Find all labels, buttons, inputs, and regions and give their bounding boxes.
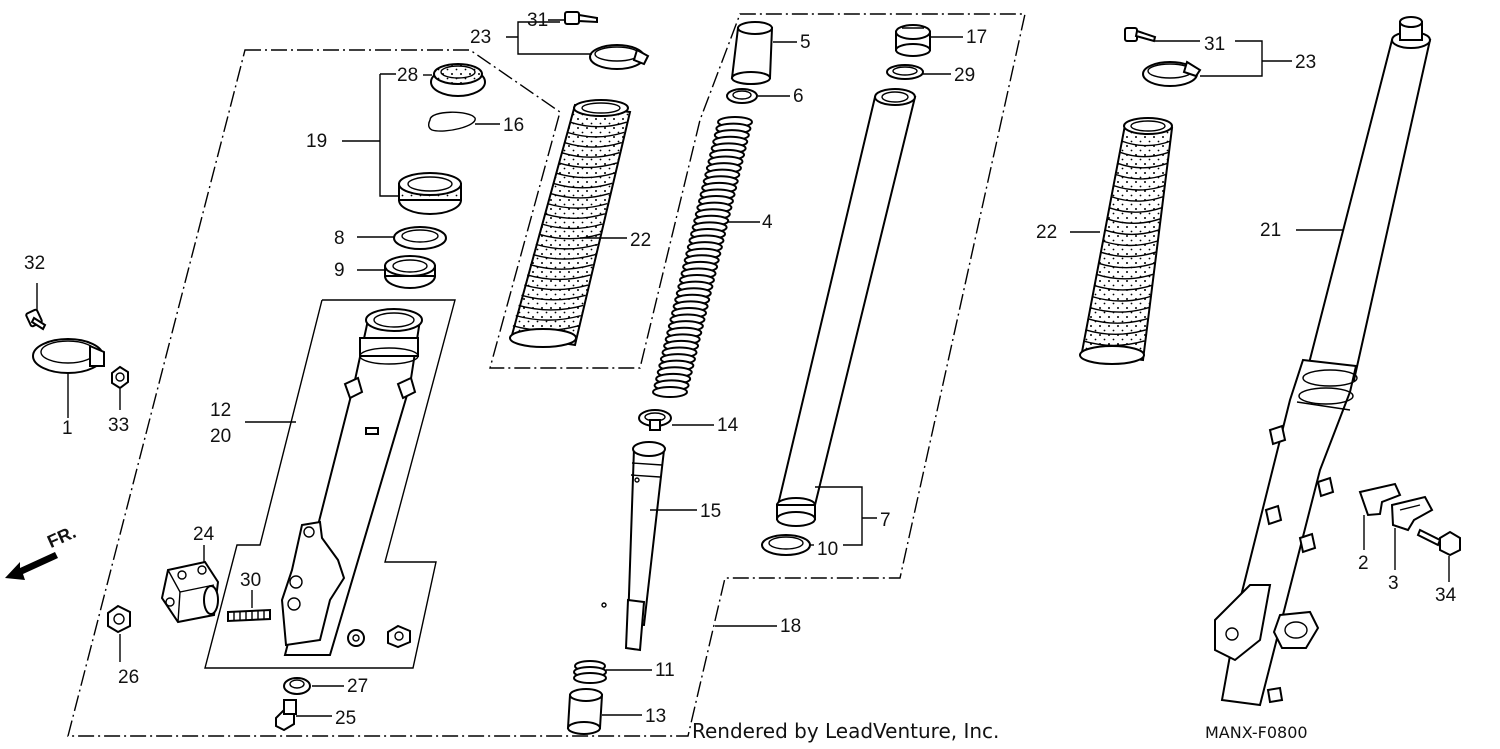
part-label: 8 bbox=[334, 228, 345, 249]
part-label: 1 bbox=[62, 418, 73, 439]
part-label: 18 bbox=[780, 616, 802, 637]
diagram-code: MANX-F0800 bbox=[1205, 723, 1308, 742]
part-label: 24 bbox=[193, 524, 215, 545]
stopper-ring-16-icon bbox=[427, 111, 476, 132]
part-label: 3 bbox=[1388, 573, 1399, 594]
clamp-group-left bbox=[25, 308, 129, 390]
part-label: 5 bbox=[800, 32, 811, 53]
part-label: 28 bbox=[397, 65, 419, 86]
boot-band-group-middle bbox=[564, 11, 650, 70]
spring-collar-5-icon bbox=[730, 21, 774, 85]
part-label: 30 bbox=[240, 570, 262, 591]
part-label: 13 bbox=[645, 706, 667, 727]
part-label: 22 bbox=[1036, 222, 1058, 243]
hose-guide-3-icon bbox=[1390, 495, 1434, 532]
part-label: 22 bbox=[630, 230, 652, 251]
part-label: 10 bbox=[817, 539, 839, 560]
leader-lines bbox=[36, 19, 1450, 717]
part-label: 19 bbox=[306, 131, 328, 152]
spring-seat-6-icon bbox=[726, 88, 758, 104]
dust-seal-28-icon bbox=[430, 63, 486, 97]
bolt-31-right-icon bbox=[1124, 27, 1157, 43]
back-up-ring-8-icon bbox=[393, 226, 447, 250]
bolt-25-icon bbox=[275, 699, 297, 732]
part-label: 34 bbox=[1435, 585, 1457, 606]
part-label: 7 bbox=[880, 510, 891, 531]
part-label: 23 bbox=[1295, 52, 1317, 73]
part-label: 31 bbox=[527, 10, 549, 31]
washer-nut-icon bbox=[347, 624, 411, 649]
fork-pipe-7-icon bbox=[776, 88, 917, 527]
seal-group bbox=[384, 63, 486, 289]
fork-boot-right-icon bbox=[1079, 117, 1174, 365]
front-direction-arrow-icon bbox=[5, 552, 58, 580]
part-label: 25 bbox=[335, 708, 357, 729]
credit-text: Rendered by LeadVenture, Inc. bbox=[692, 719, 1000, 743]
oil-seal-19-icon bbox=[398, 172, 462, 215]
rebound-spring-11-icon bbox=[573, 660, 607, 684]
boot-band-icon bbox=[589, 44, 650, 70]
part-label: 4 bbox=[762, 212, 773, 233]
fork-assembly-right-icon bbox=[1214, 16, 1432, 707]
bolt-32-icon bbox=[25, 308, 47, 331]
boot-band-group-right bbox=[1124, 27, 1202, 87]
fork-boot-middle-icon bbox=[509, 99, 632, 348]
fork-slider-icon bbox=[280, 308, 423, 656]
fork-clamp-icon bbox=[32, 338, 105, 374]
part-label: 26 bbox=[118, 667, 140, 688]
washer-27-icon bbox=[283, 677, 311, 695]
part-label: 33 bbox=[108, 415, 130, 436]
bushing-9-icon bbox=[384, 255, 436, 289]
nut-26-icon bbox=[107, 604, 131, 634]
nut-33-icon bbox=[111, 365, 129, 390]
part-label: 31 bbox=[1204, 34, 1226, 55]
part-label: 20 bbox=[210, 426, 232, 447]
fork-piston-15-icon bbox=[601, 441, 666, 652]
part-label: 14 bbox=[717, 415, 739, 436]
fork-spring-icon bbox=[652, 116, 753, 398]
oil-lock-piece-13-icon bbox=[566, 688, 604, 735]
part-label: 16 bbox=[503, 115, 525, 136]
part-label: 32 bbox=[24, 253, 46, 274]
assembly-outlines bbox=[67, 13, 1026, 737]
boot-band-right-icon bbox=[1142, 60, 1202, 87]
part-label: 23 bbox=[470, 27, 492, 48]
piston-ring-14-icon bbox=[638, 409, 672, 431]
bolt-31-icon bbox=[564, 11, 598, 25]
slider-bushing-10-icon bbox=[761, 534, 811, 556]
fork-bolt-17-icon bbox=[895, 24, 931, 57]
part-label: 6 bbox=[793, 86, 804, 107]
part-label: 29 bbox=[954, 65, 976, 86]
part-label: 11 bbox=[655, 660, 675, 681]
o-ring-29-icon bbox=[886, 64, 924, 80]
axle-holder-icon bbox=[160, 560, 220, 624]
part-label: 21 bbox=[1260, 220, 1282, 241]
part-label: 12 bbox=[210, 400, 232, 421]
part-label: 2 bbox=[1358, 553, 1369, 574]
part-label: 9 bbox=[334, 260, 345, 281]
part-label: 27 bbox=[347, 676, 369, 697]
bolt-34-icon bbox=[1416, 528, 1461, 557]
part-label: 15 bbox=[700, 501, 722, 522]
hose-guide-2-icon bbox=[1358, 482, 1402, 517]
part-label: 17 bbox=[966, 27, 988, 48]
stud-bolt-icon bbox=[227, 608, 271, 623]
